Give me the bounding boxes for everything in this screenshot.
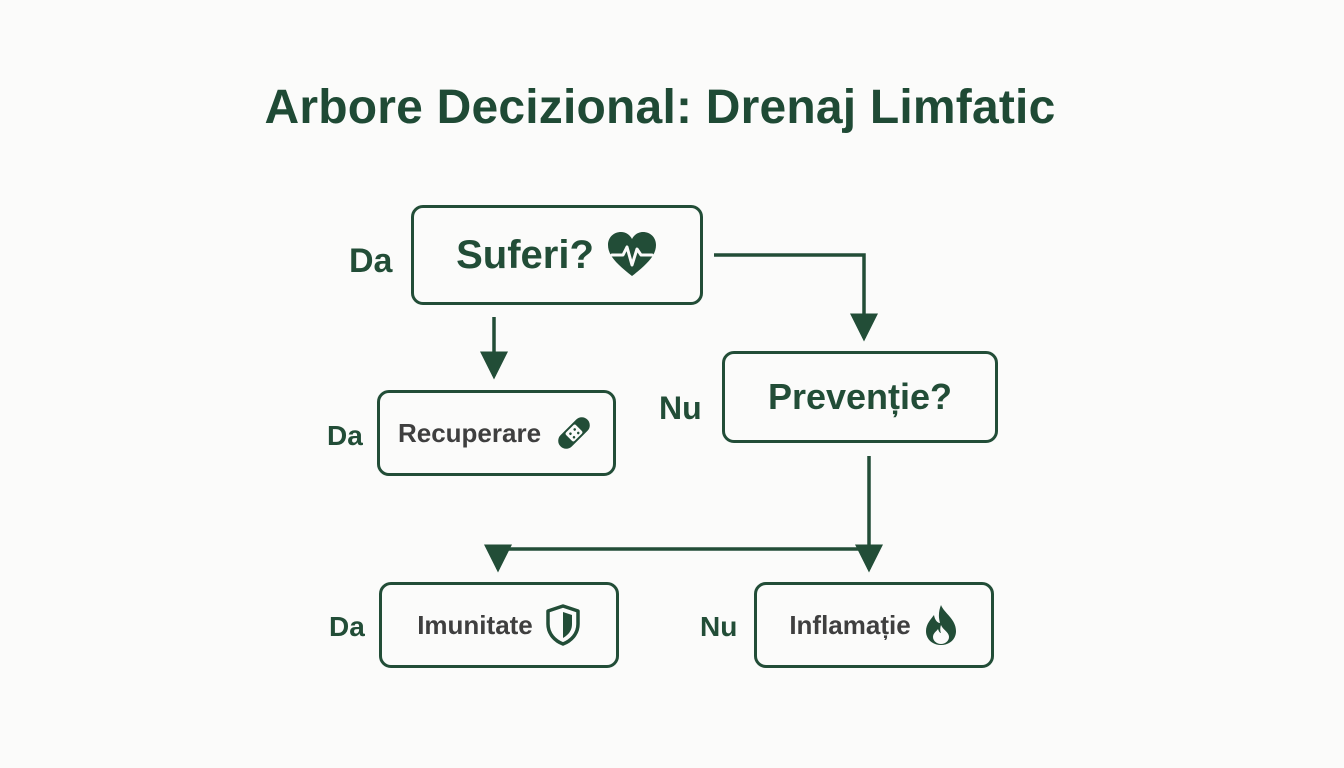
node-recuperare[interactable]: Recuperare	[377, 390, 616, 476]
node-imunitate-label: Imunitate	[417, 609, 533, 640]
heart-pulse-icon	[606, 231, 658, 279]
connector-suferi-preventie	[714, 253, 878, 342]
side-label-recuperare: Da	[327, 420, 363, 451]
node-inflamatie-label: Inflamație	[789, 609, 911, 640]
node-inflamatie[interactable]: Inflamație	[754, 582, 994, 668]
bandage-icon	[553, 412, 595, 454]
connector-preventie-imunitate	[484, 544, 869, 573]
node-suferi-label: Suferi?	[456, 232, 594, 277]
side-label-inflamatie: Nu	[700, 611, 738, 642]
node-recuperare-label: Recuperare	[397, 417, 542, 448]
node-imunitate[interactable]: Imunitate	[379, 582, 619, 668]
side-label-preventie: Nu	[659, 390, 702, 426]
node-preventie[interactable]: Prevenție?	[722, 351, 998, 443]
node-preventie-label: Prevenție?	[767, 376, 953, 417]
flame-icon	[923, 603, 959, 647]
shield-icon	[545, 604, 581, 646]
side-label-suferi: Da	[349, 242, 393, 280]
side-label-imunitate: Da	[329, 611, 365, 642]
diagram-title: Arbore Decizional: Drenaj Limfatic	[264, 81, 1056, 134]
node-suferi[interactable]: Suferi?	[411, 205, 703, 305]
